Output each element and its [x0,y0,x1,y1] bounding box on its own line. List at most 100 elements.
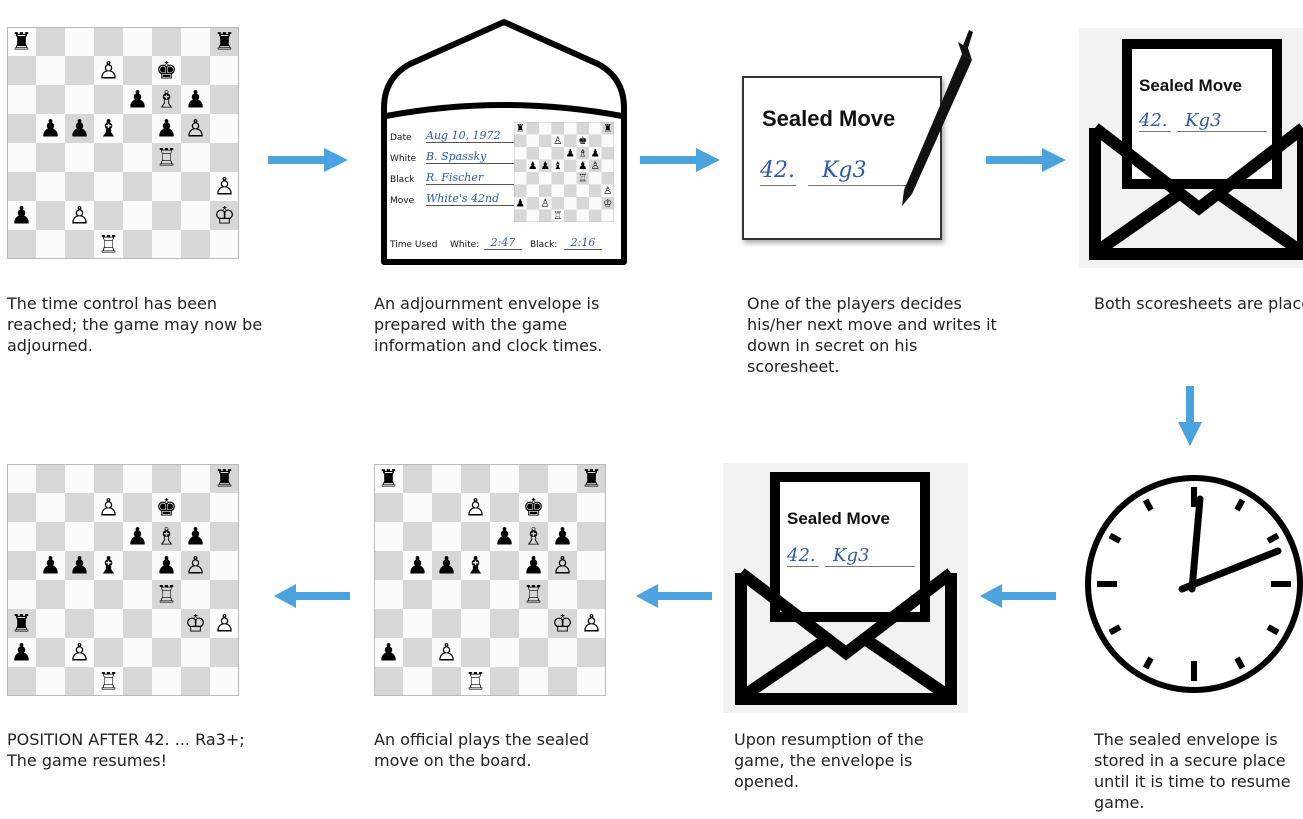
board-square [526,172,539,185]
board-square [548,464,577,493]
envelope-mini-chessboard: ♜♜♙♚♟♗♟♟♟♝♟♙♖♙♟♙♔♖ [514,122,614,222]
board-square [526,184,539,197]
board-square [210,464,239,493]
board-square [36,85,65,114]
board-square [181,114,210,143]
board-square [181,638,210,667]
clock-icon [1085,475,1303,693]
board-square [123,143,152,172]
board-square [577,551,606,580]
board-square [152,580,181,609]
white-label: White [390,154,417,164]
board-square [94,638,123,667]
black-pawn-icon: ♟ [69,552,91,580]
board-square [36,172,65,201]
sealed-move-title: Sealed Move [787,509,890,528]
black-rook-icon: ♜ [603,123,612,135]
move-number: 42. [760,158,796,186]
white-king-icon: ♔ [185,610,207,638]
date-value: Aug 10, 1972 [426,129,514,143]
black-pawn-icon: ♟ [528,160,537,172]
board-square [548,667,577,696]
board-square [403,580,432,609]
board-square [65,172,94,201]
board-square [490,580,519,609]
time-used-label: Time Used [390,240,438,250]
board-square [65,143,94,172]
board-square [432,493,461,522]
arrow-right-icon [986,148,1066,172]
board-square [65,114,94,143]
board-square [432,464,461,493]
board-square [181,201,210,230]
white-pawn-icon: ♙ [98,494,120,522]
board-square [577,464,606,493]
white-pawn-icon: ♙ [185,115,207,143]
board-square [65,609,94,638]
board-square [36,638,65,667]
sealed-move-title: Sealed Move [762,106,896,131]
board-square [7,85,36,114]
board-square [589,197,602,210]
board-square [123,114,152,143]
black-pawn-icon: ♟ [523,552,545,580]
white-rook-icon: ♖ [98,668,120,696]
white-rook-icon: ♖ [156,581,178,609]
adjournment-envelope: Date Aug 10, 1972 White B. Spassky Black… [380,18,628,266]
board-square [36,493,65,522]
board-square [577,667,606,696]
white-pawn-icon: ♙ [465,494,487,522]
chessboard-time-control: ♜♜♙♚♟♗♟♟♟♝♟♙♖♙♟♙♔♖ [7,27,239,259]
white-pawn-icon: ♙ [69,202,91,230]
board-square [526,147,539,160]
white-king-icon: ♔ [214,202,236,230]
board-square [123,667,152,696]
board-square [36,27,65,56]
board-square [461,522,490,551]
board-square [403,464,432,493]
board-square [65,56,94,85]
board-square [210,114,239,143]
board-square [123,27,152,56]
board-square [576,159,589,172]
board-square [94,172,123,201]
board-square [514,209,527,222]
arrow-right-icon [640,148,720,172]
board-square [36,201,65,230]
board-square [7,56,36,85]
board-square [65,85,94,114]
board-square [490,464,519,493]
white-rook-icon: ♖ [156,144,178,172]
board-square [490,493,519,522]
board-square [210,172,239,201]
board-square [576,134,589,147]
board-square [94,143,123,172]
board-square [551,122,564,135]
board-square [152,522,181,551]
move-number: 42. [787,545,819,567]
white-pawn-icon: ♙ [214,173,236,201]
white-pawn-icon: ♙ [69,639,91,667]
board-square [94,493,123,522]
board-square [461,638,490,667]
board-square [36,143,65,172]
black-bishop-icon: ♝ [98,115,120,143]
board-square [519,464,548,493]
black-pawn-icon: ♟ [69,115,91,143]
board-square [403,522,432,551]
board-square [490,522,519,551]
board-square [539,209,552,222]
board-square [514,147,527,160]
board-square [152,551,181,580]
board-square [65,464,94,493]
black-player-value: R. Fischer [426,171,514,185]
black-pawn-icon: ♟ [185,523,207,551]
board-square [210,230,239,259]
board-square [7,114,36,143]
board-square [564,147,577,160]
board-square [589,172,602,185]
board-square [181,551,210,580]
board-square [526,197,539,210]
board-square [519,522,548,551]
black-pawn-icon: ♟ [378,639,400,667]
